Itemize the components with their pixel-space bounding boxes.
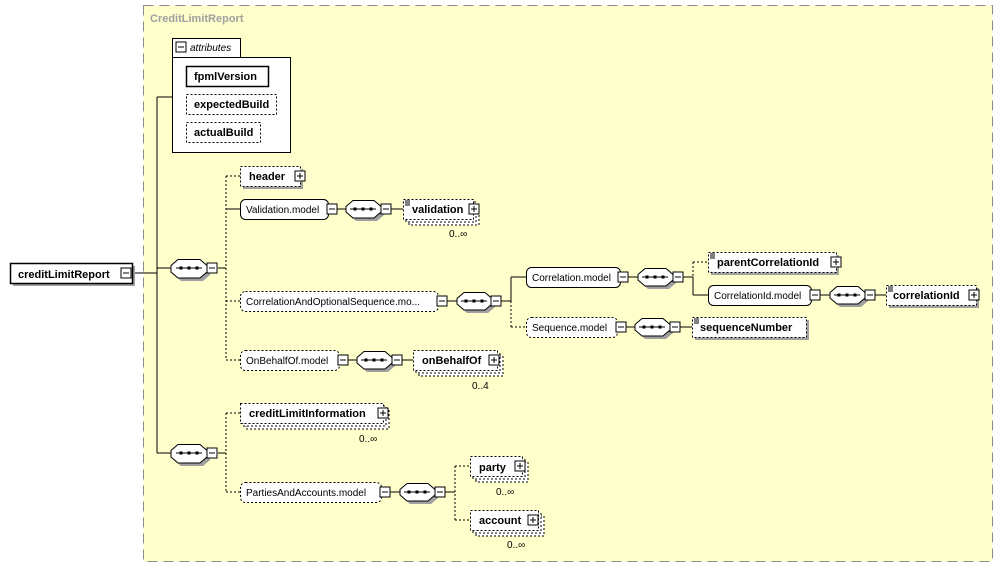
sequence-model-label: Sequence.model	[532, 323, 607, 334]
expand-icon[interactable]	[468, 203, 480, 215]
on-behalf-of-label: onBehalfOf	[422, 355, 482, 367]
collapse-icon[interactable]	[809, 289, 821, 301]
collapse-icon[interactable]	[490, 295, 502, 307]
element-parent-correlation-id[interactable]: parentCorrelationId	[708, 252, 842, 276]
sequence-compositor-content[interactable]	[170, 444, 218, 467]
on-behalf-of-model-label: OnBehalfOf.model	[246, 356, 328, 367]
element-on-behalf-of[interactable]: onBehalfOf 0..4	[413, 350, 504, 393]
expand-icon[interactable]	[377, 407, 389, 419]
expand-icon[interactable]	[514, 460, 526, 472]
collapse-icon[interactable]	[617, 271, 629, 283]
attribute-label: fpmlVersion	[194, 71, 257, 83]
correlation-model-label: Correlation.model	[532, 273, 611, 284]
cardinality: 0..∞	[449, 229, 467, 240]
group-sequence-model[interactable]: Sequence.model	[526, 317, 627, 338]
collapse-icon[interactable]	[436, 295, 448, 307]
sequence-compositor-parties-and-accounts[interactable]	[399, 483, 446, 505]
sequence-compositor-sequence-model[interactable]	[634, 318, 681, 340]
account-label: account	[479, 515, 522, 527]
parties-and-accounts-model-label: PartiesAndAccounts.model	[246, 488, 366, 499]
sequence-compositor-validation[interactable]	[345, 200, 392, 222]
validation-label: validation	[412, 204, 464, 216]
expand-icon[interactable]	[830, 256, 842, 268]
collapse-icon[interactable]	[380, 203, 392, 215]
collapse-icon[interactable]	[434, 486, 446, 498]
collapse-icon[interactable]	[206, 262, 218, 274]
group-on-behalf-of-model[interactable]: OnBehalfOf.model	[240, 350, 349, 371]
sequence-compositor-main[interactable]	[170, 259, 218, 282]
group-correlation-model[interactable]: Correlation.model	[526, 267, 629, 288]
sequence-compositor-correlation[interactable]	[456, 292, 502, 314]
cardinality: 0..∞	[359, 434, 377, 445]
element-validation[interactable]: validation 0..∞	[403, 199, 480, 241]
collapse-icon[interactable]	[326, 203, 338, 215]
correlation-id-model-label: CorrelationId.model	[714, 291, 801, 302]
attribute-fpmlversion[interactable]: fpmlVersion	[185, 65, 270, 88]
group-validation-model[interactable]: Validation.model	[240, 199, 338, 220]
container-title: CreditLimitReport	[150, 13, 244, 25]
collapse-icon[interactable]	[337, 354, 349, 366]
group-correlation-id-model[interactable]: CorrelationId.model	[708, 285, 821, 306]
credit-limit-information-label: creditLimitInformation	[249, 408, 366, 420]
parent-correlation-id-label: parentCorrelationId	[717, 257, 819, 269]
sequence-compositor-correlation-id[interactable]	[829, 286, 876, 308]
root-label: creditLimitReport	[18, 269, 110, 281]
correlation-seq-label: CorrelationAndOptionalSequence.mo...	[246, 297, 420, 308]
element-header[interactable]: header	[240, 166, 306, 190]
expand-icon[interactable]	[294, 170, 306, 182]
element-sequence-number[interactable]: sequenceNumber	[692, 317, 810, 341]
root-element-creditlimitreport[interactable]: creditLimitReport	[9, 262, 136, 287]
collapse-icon[interactable]	[391, 354, 403, 366]
attributes-group: attributes fpmlVersion expectedBuild act…	[172, 38, 291, 153]
collapse-icon[interactable]	[615, 321, 627, 333]
cardinality: 0..∞	[507, 540, 525, 551]
collapse-icon[interactable]	[864, 289, 876, 301]
correlation-id-label: correlationId	[893, 290, 960, 302]
root-collapse-icon[interactable]	[120, 267, 132, 279]
expand-icon[interactable]	[968, 289, 980, 301]
sequence-number-label: sequenceNumber	[700, 322, 793, 334]
collapse-icon[interactable]	[206, 447, 218, 459]
expand-icon[interactable]	[527, 514, 539, 526]
cardinality: 0..∞	[496, 487, 514, 498]
cardinality: 0..4	[472, 381, 489, 392]
header-label: header	[249, 171, 286, 183]
validation-model-label: Validation.model	[246, 205, 319, 216]
group-parties-and-accounts-model[interactable]: PartiesAndAccounts.model	[240, 482, 391, 503]
attribute-label: expectedBuild	[194, 99, 269, 111]
party-label: party	[479, 462, 507, 474]
sequence-compositor-correlation-model[interactable]	[637, 268, 684, 290]
connectors	[133, 96, 886, 521]
element-credit-limit-information[interactable]: creditLimitInformation 0..∞	[240, 403, 390, 446]
attribute-expectedbuild[interactable]: expectedBuild	[186, 94, 277, 115]
element-correlation-id[interactable]: correlationId	[886, 285, 980, 309]
collapse-icon[interactable]	[669, 321, 681, 333]
attributes-label: attributes	[190, 43, 231, 54]
attribute-label: actualBuild	[194, 127, 253, 139]
sequence-compositor-on-behalf-of[interactable]	[356, 351, 403, 373]
expand-icon[interactable]	[488, 354, 500, 366]
attributes-collapse-icon[interactable]	[175, 41, 187, 53]
collapse-icon[interactable]	[672, 271, 684, 283]
element-party[interactable]: party 0..∞	[470, 456, 529, 499]
element-account[interactable]: account 0..∞	[470, 510, 545, 552]
group-correlation-and-optional-sequence[interactable]: CorrelationAndOptionalSequence.mo...	[240, 291, 448, 312]
attribute-actualbuild[interactable]: actualBuild	[186, 122, 261, 143]
collapse-icon[interactable]	[379, 486, 391, 498]
